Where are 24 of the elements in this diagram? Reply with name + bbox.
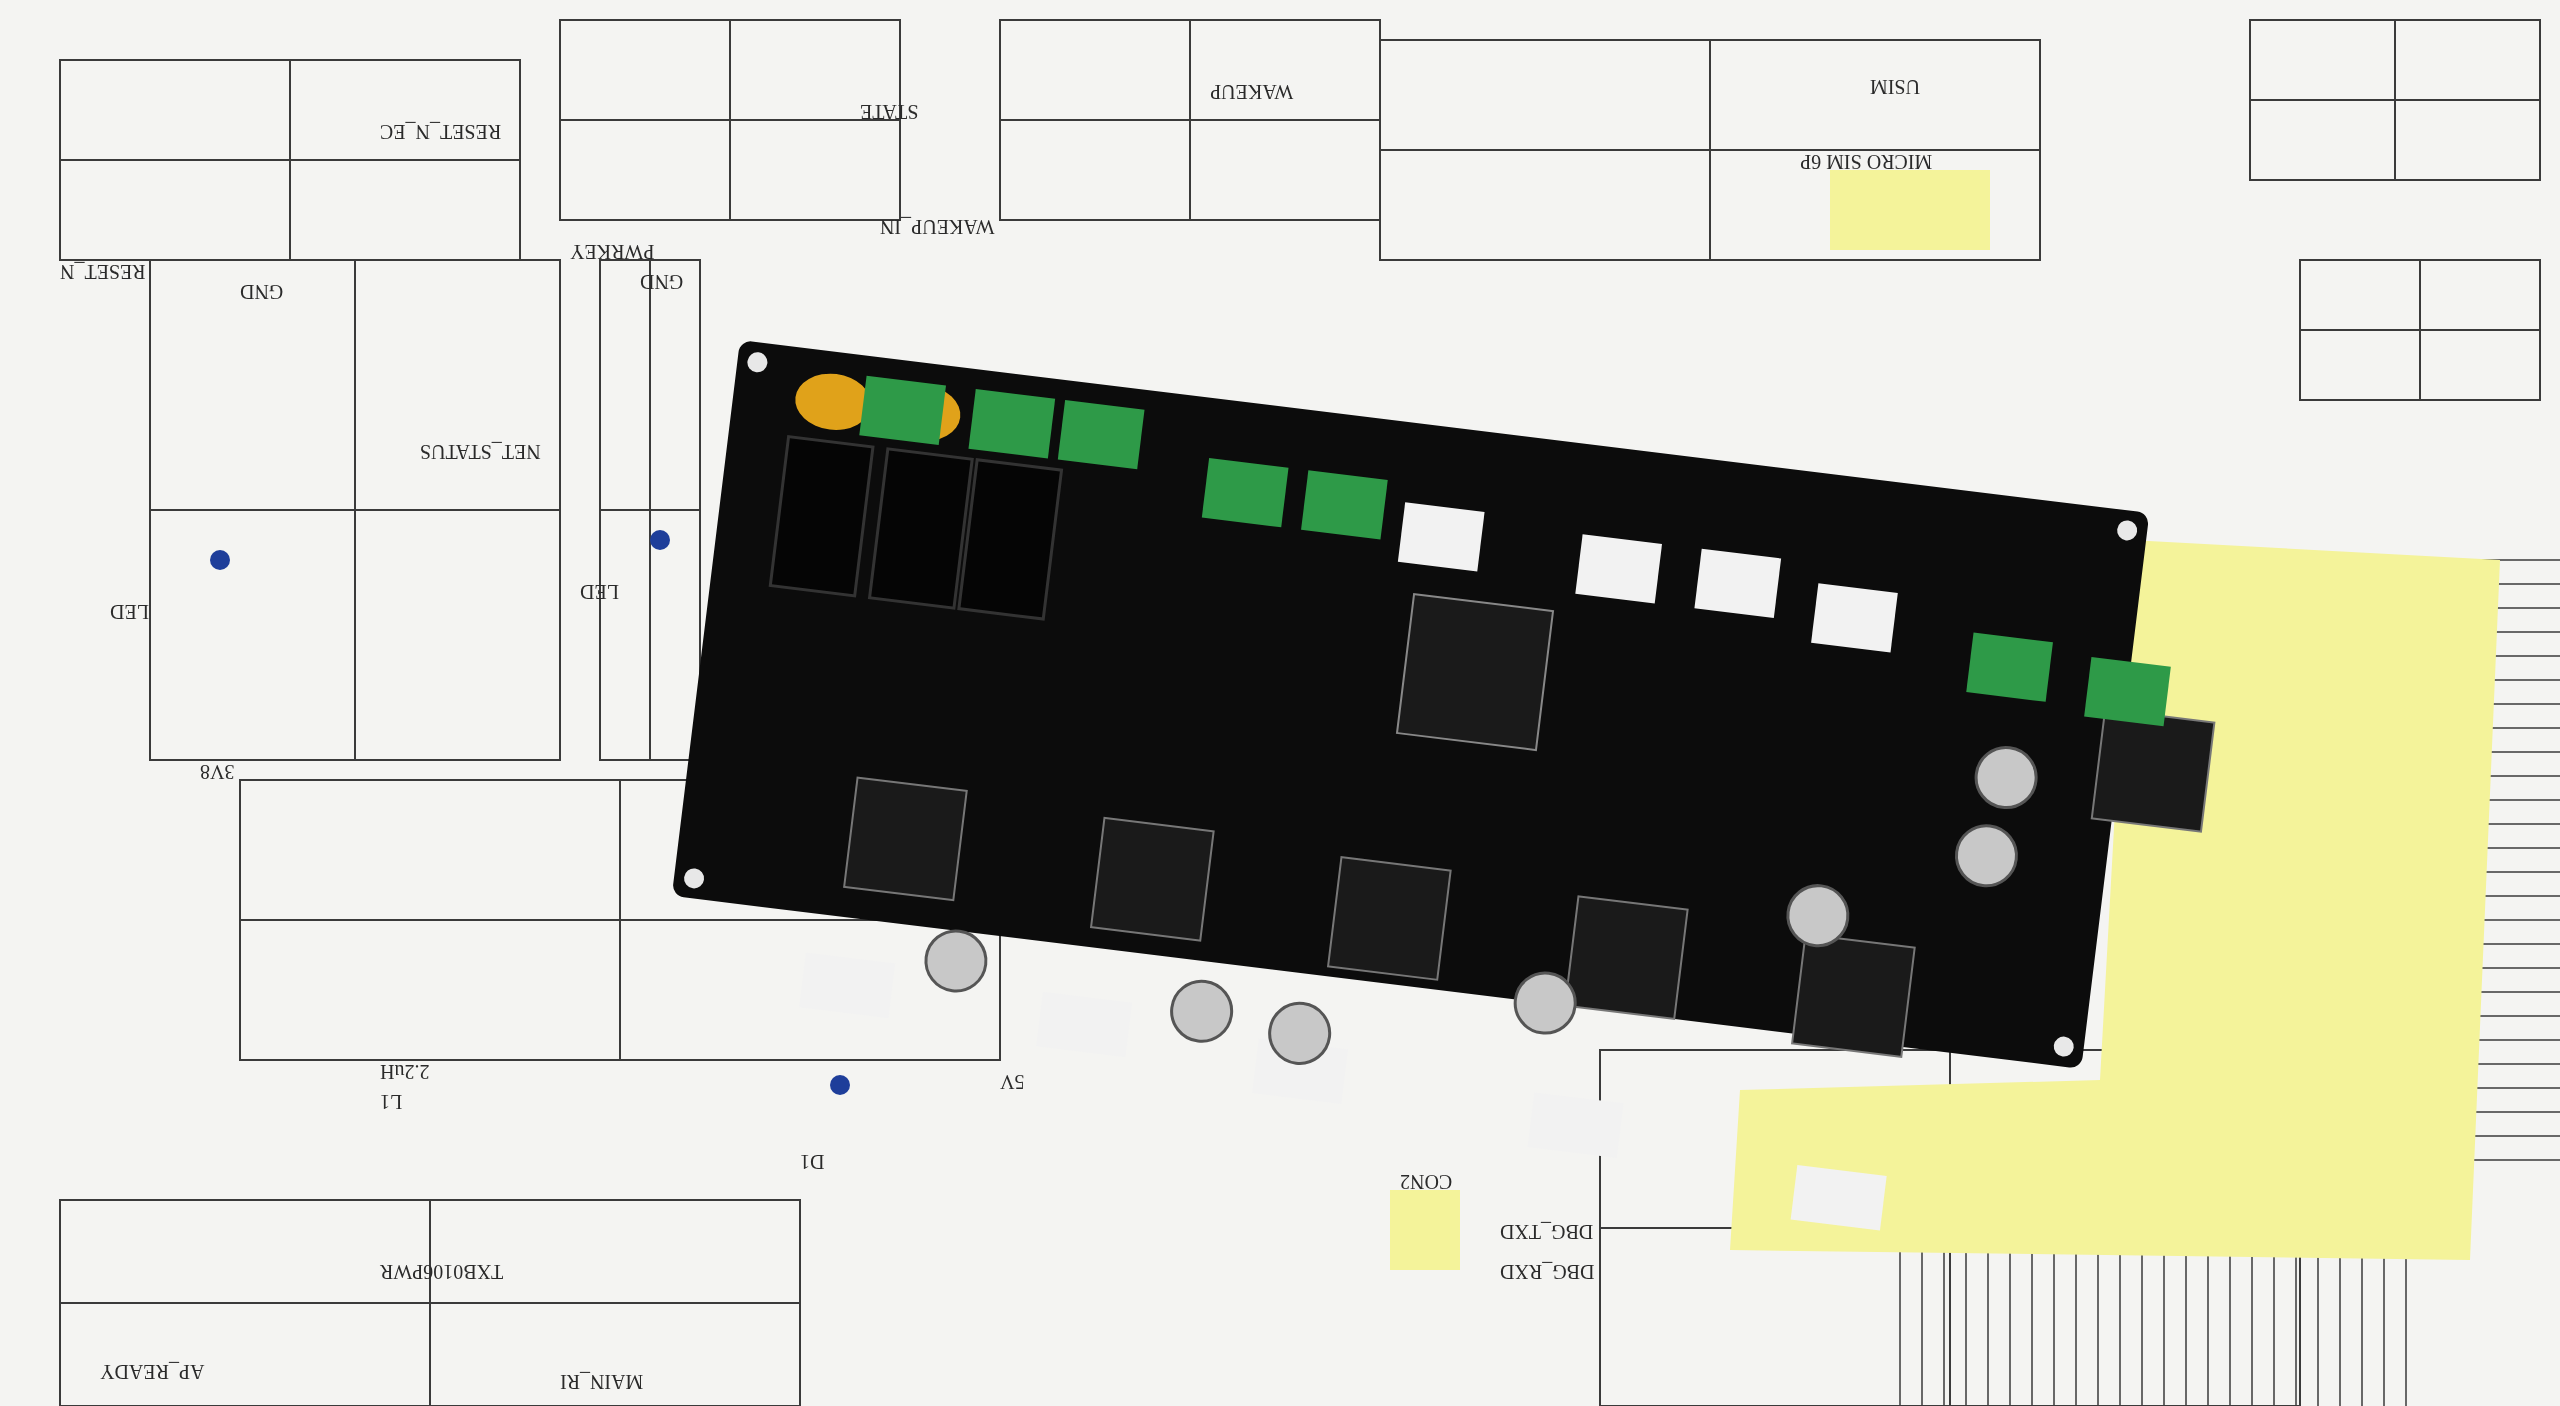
schematic-label: WAKEUP_IN <box>880 215 995 238</box>
schematic-label: USIM <box>1870 75 1920 98</box>
schematic-label: 2.2uH <box>380 1060 430 1083</box>
schematic-label: RESET_N <box>60 260 146 283</box>
schematic-label: AP_READY <box>100 1360 205 1383</box>
schematic-label: LED <box>580 580 619 603</box>
schematic-label: RESET_N_EC <box>380 120 502 143</box>
schematic-label: CON2 <box>1400 1170 1453 1193</box>
schematic-label: GND <box>640 270 684 293</box>
schematic-label: PWRKEY <box>570 240 655 263</box>
schematic-label: DBG_RXD <box>1500 1260 1595 1283</box>
schematic-label: MICRO SIM 6P <box>1800 150 1933 173</box>
schematic-label: TXB0106PWR <box>380 1260 504 1283</box>
schematic-label: GND <box>240 280 284 303</box>
schematic-label: L1 <box>380 1090 403 1113</box>
schematic-label: D1 <box>800 1150 825 1173</box>
schematic-label: 5V <box>1000 1070 1025 1093</box>
schematic-label: STATE <box>860 100 919 123</box>
schematic-label: 3V8 <box>200 760 235 783</box>
schematic-label: MAIN_RI <box>560 1370 644 1393</box>
schematic-label: LED <box>110 600 149 623</box>
schematic-label: DBG_TXD <box>1500 1220 1594 1243</box>
schematic-label: WAKEUP <box>1210 80 1294 103</box>
schematic-label: NET_STATUS <box>420 440 541 463</box>
